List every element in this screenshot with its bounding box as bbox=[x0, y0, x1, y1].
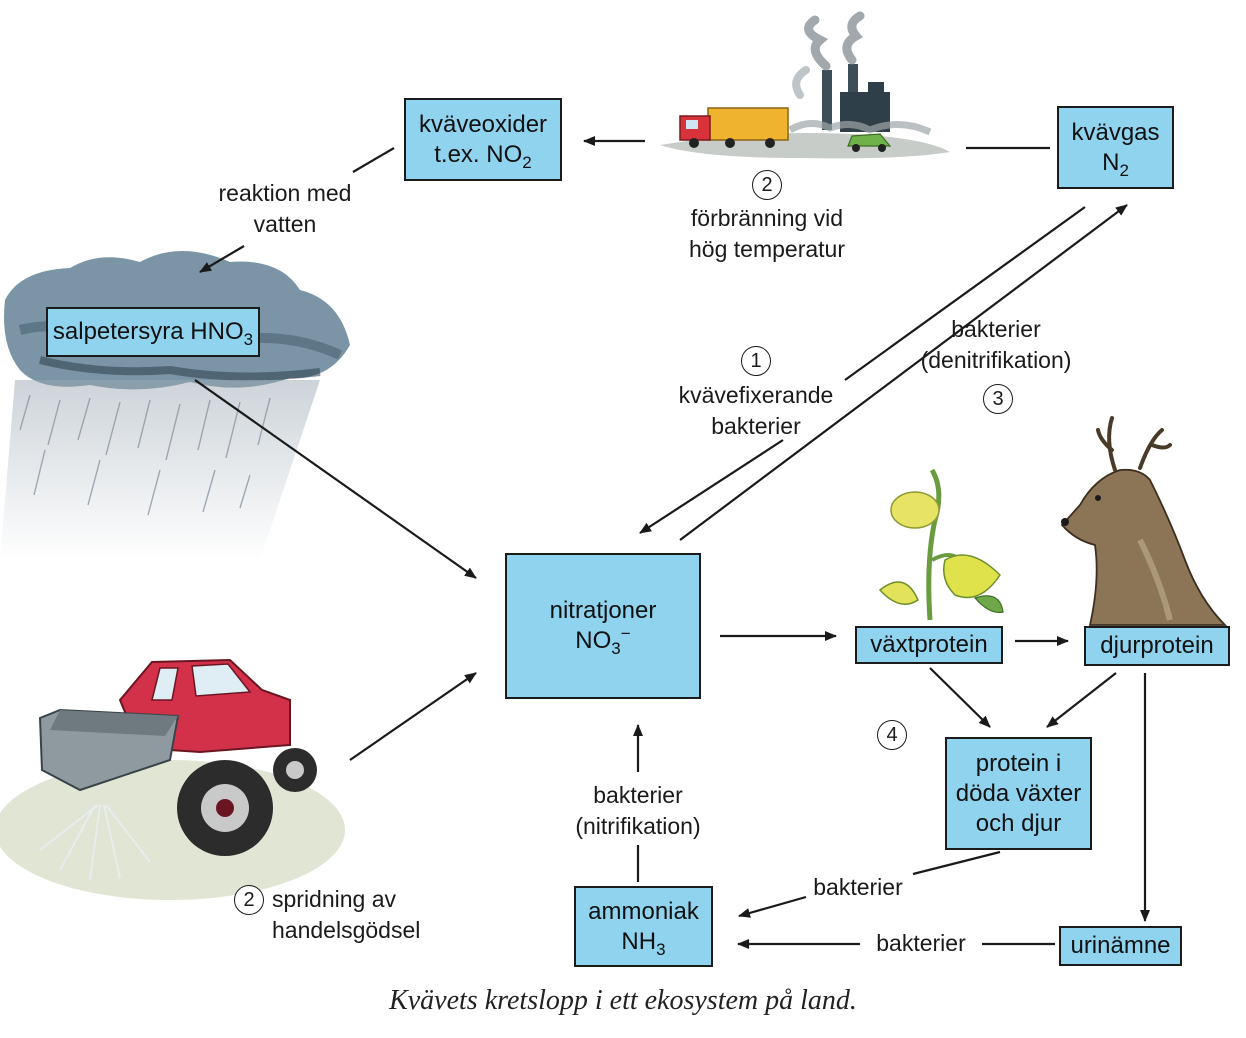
number-badge-4-decomposition-text: 4 bbox=[886, 724, 898, 746]
box-kvavgas-formula: N bbox=[1102, 148, 1120, 176]
box-salpetersyra: salpetersyra HNO3 bbox=[46, 307, 260, 357]
arrow-hno3-to-nitrate bbox=[194, 379, 477, 579]
box-kvavgas: kvävgas N2 bbox=[1057, 106, 1174, 189]
label-kvavefix-line2: bakterier bbox=[711, 413, 801, 439]
tractor-illustration bbox=[0, 658, 345, 900]
box-vaxtprotein-label: växtprotein bbox=[870, 631, 988, 658]
box-kvavgas-line1: kvävgas bbox=[1071, 118, 1160, 146]
label-spridning-line2: handelsgödsel bbox=[272, 917, 421, 943]
label-reaktion-line2: vatten bbox=[253, 211, 317, 237]
box-salpetersyra-formula: salpetersyra HNO bbox=[52, 318, 244, 345]
number-badge-4-decomposition: 4 bbox=[877, 720, 907, 750]
arrow-fertilizer-to-nitrate bbox=[349, 672, 477, 761]
box-ammoniak-line1: ammoniak bbox=[588, 897, 699, 925]
number-badge-1-fixation-text: 1 bbox=[750, 350, 762, 372]
box-nitratjoner: nitratjoner NO3− bbox=[505, 553, 701, 699]
box-nitratjoner-formula: NO bbox=[575, 627, 612, 654]
factory-traffic-illustration bbox=[660, 11, 950, 159]
label-nitrifikation-line2: (nitrifikation) bbox=[575, 813, 701, 839]
number-badge-3-denitrification: 3 bbox=[983, 384, 1013, 414]
label-kvavefix: kvävefixerande bakterier bbox=[666, 380, 846, 442]
line-no2-to-reaction bbox=[352, 147, 395, 173]
label-reaktion: reaktion med vatten bbox=[200, 178, 370, 240]
number-badge-2-fertilizer: 2 bbox=[234, 885, 264, 915]
box-kvaveoxider: kväveoxider t.ex. NO2 bbox=[404, 98, 562, 181]
label-spridning: spridning av handelsgödsel bbox=[272, 884, 442, 946]
arrow-plant-to-dead bbox=[929, 667, 991, 728]
box-nitratjoner-charge: − bbox=[620, 624, 631, 643]
plant-illustration bbox=[878, 468, 1004, 621]
box-vaxtprotein: växtprotein bbox=[855, 626, 1003, 664]
arrow-bakterier-to-ammonia bbox=[738, 895, 807, 918]
deer-illustration bbox=[1060, 416, 1228, 626]
label-denitrifikation-line2: (denitrifikation) bbox=[920, 347, 1072, 373]
label-nitrifikation: bakterier (nitrifikation) bbox=[548, 780, 728, 842]
box-kvaveoxider-formula: t.ex. NO bbox=[434, 140, 523, 168]
box-protein-doda-line1: protein i bbox=[975, 749, 1062, 777]
line-dead-to-bakterier bbox=[912, 850, 1001, 876]
arrow-nitrate-to-n2 bbox=[679, 204, 1128, 541]
box-protein-doda-line2: döda växter bbox=[955, 779, 1082, 807]
label-forbranning-line2: hög temperatur bbox=[689, 236, 845, 262]
label-denitrifikation: bakterier (denitrifikation) bbox=[906, 314, 1086, 376]
box-ammoniak: ammoniak NH3 bbox=[574, 886, 713, 967]
number-badge-2-combustion-text: 2 bbox=[761, 174, 773, 196]
box-urinamne-label: urinämne bbox=[1070, 932, 1171, 959]
box-kvaveoxider-line1: kväveoxider bbox=[418, 110, 548, 138]
rain-cloud-illustration bbox=[0, 251, 350, 560]
number-badge-1-fixation: 1 bbox=[741, 346, 771, 376]
box-nitratjoner-subscript: 3 bbox=[611, 638, 621, 658]
box-kvavgas-subscript: 2 bbox=[1119, 160, 1129, 180]
label-denitrifikation-line1: bakterier bbox=[951, 316, 1041, 342]
box-salpetersyra-subscript: 3 bbox=[243, 329, 254, 349]
label-forbranning-line1: förbränning vid bbox=[690, 205, 844, 231]
label-reaktion-line1: reaktion med bbox=[218, 180, 352, 206]
diagram-caption: Kvävets kretslopp i ett ekosystem på lan… bbox=[389, 985, 857, 1016]
connectors bbox=[194, 136, 1150, 949]
label-nitrifikation-line1: bakterier bbox=[593, 782, 683, 808]
label-spridning-line1: spridning av bbox=[272, 886, 397, 912]
box-protein-doda: protein i döda växter och djur bbox=[945, 737, 1092, 850]
box-urinamne: urinämne bbox=[1059, 926, 1182, 966]
label-forbranning: förbränning vid hög temperatur bbox=[672, 203, 862, 265]
arrow-fixation-to-nitrate bbox=[639, 439, 784, 534]
box-protein-doda-line3: och djur bbox=[975, 809, 1062, 837]
box-nitratjoner-line1: nitratjoner bbox=[549, 597, 657, 624]
box-ammoniak-formula: NH bbox=[621, 927, 657, 955]
number-badge-2-combustion: 2 bbox=[752, 170, 782, 200]
box-ammoniak-subscript: 3 bbox=[656, 939, 666, 959]
arrow-animal-to-dead bbox=[1046, 672, 1117, 728]
number-badge-3-denitrification-text: 3 bbox=[992, 388, 1004, 410]
box-kvaveoxider-subscript: 2 bbox=[522, 152, 532, 172]
label-kvavefix-line1: kvävefixerande bbox=[678, 382, 834, 408]
box-djurprotein: djurprotein bbox=[1084, 626, 1230, 666]
line-n2-to-fixation bbox=[844, 206, 1086, 381]
arrow-reaction-to-hno3 bbox=[199, 245, 245, 273]
label-bakterier-upper: bakterier bbox=[813, 874, 903, 900]
number-badge-2-fertilizer-text: 2 bbox=[243, 889, 255, 911]
label-bakterier-lower: bakterier bbox=[876, 930, 966, 956]
box-djurprotein-label: djurprotein bbox=[1100, 632, 1214, 659]
